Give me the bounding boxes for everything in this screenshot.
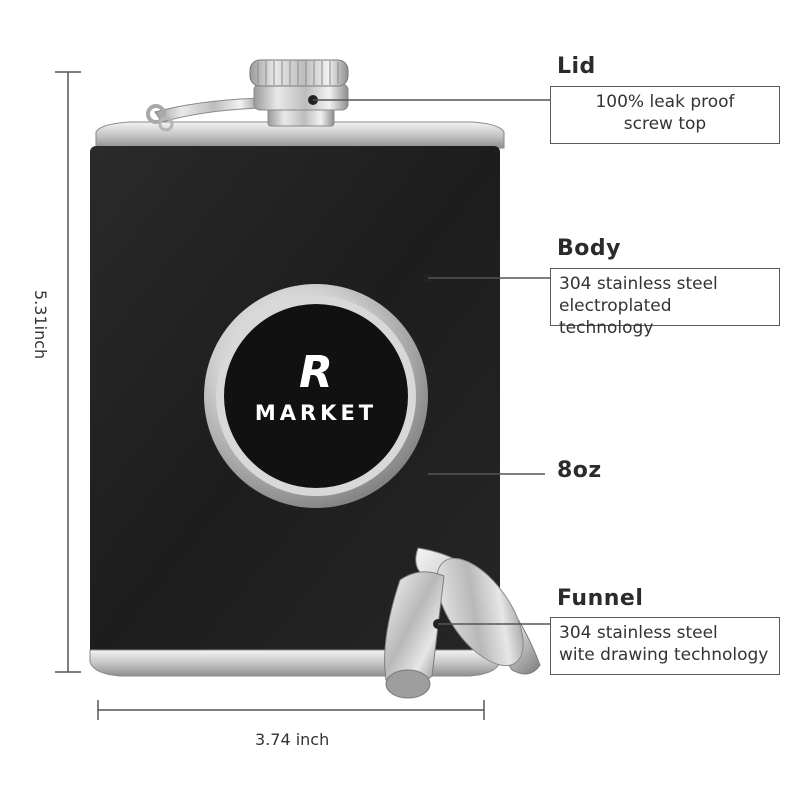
body-description-box: 304 stainless steel electroplated techno… — [550, 268, 780, 338]
leader-lines — [308, 95, 550, 629]
lid-description-box: 100% leak proof screw top — [550, 86, 780, 144]
brand-logo: R MARKET — [226, 348, 406, 444]
funnel-title: Funnel — [557, 586, 644, 611]
flask-bottom-band — [89, 649, 501, 677]
screw-cap — [249, 59, 349, 127]
flask-window — [204, 284, 428, 508]
height-dimension-line — [55, 71, 81, 673]
funnel-description-box: 304 stainless steel wite drawing technol… — [550, 617, 780, 675]
height-label: 5.31inch — [31, 290, 50, 360]
width-dimension-line — [97, 700, 485, 720]
funnel-line-2: wite drawing technology — [559, 645, 769, 665]
flask-shoulder — [95, 121, 505, 149]
logo-letter: R — [299, 347, 333, 398]
body-line-1: 304 stainless steel — [559, 274, 718, 294]
width-label: 3.74 inch — [255, 730, 330, 749]
funnel — [384, 547, 541, 699]
capacity-title: 8oz — [557, 458, 602, 483]
logo-word: MARKET — [254, 401, 378, 425]
body-title: Body — [557, 236, 621, 261]
funnel-line-1: 304 stainless steel — [559, 623, 718, 643]
body-line-2: electroplated technology — [559, 296, 672, 338]
lid-title: Lid — [557, 54, 596, 79]
lid-line-2: screw top — [623, 114, 707, 134]
lid-line-1: 100% leak proof — [595, 92, 735, 112]
